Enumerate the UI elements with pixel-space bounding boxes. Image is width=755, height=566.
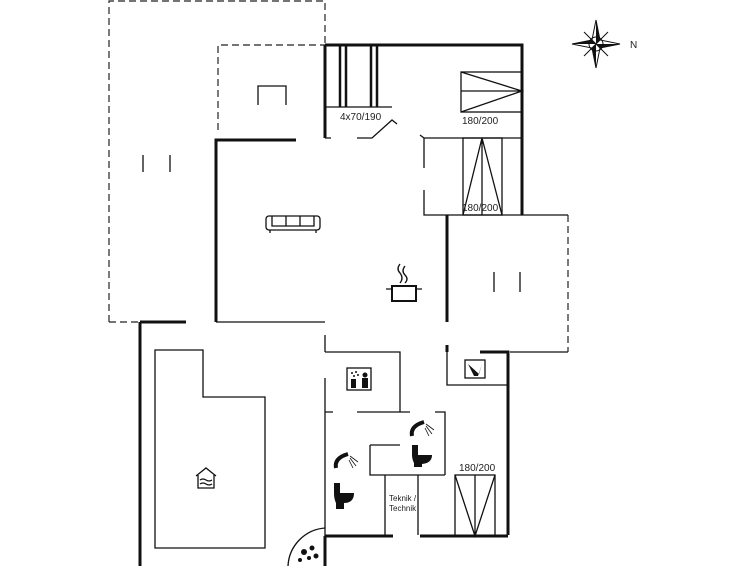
bed-1-label: 180/200 [462, 116, 499, 127]
laundry-icon [464, 359, 486, 379]
bed-2-label: 180/200 [462, 203, 499, 214]
pool-icon [195, 467, 217, 489]
sauna-icon [346, 367, 372, 391]
bed-3 [454, 474, 496, 539]
compass-north-label: N [630, 40, 637, 51]
bed-2 [462, 137, 503, 216]
compass-rose-icon [571, 19, 621, 69]
utility-room-label-2: Technik [389, 504, 417, 513]
shower-icon [409, 420, 435, 437]
shower-icon [333, 452, 359, 469]
utility-room-label-1: Teknik / [389, 494, 417, 503]
terrace-outline [108, 0, 569, 352]
hot-tub-icon [287, 527, 326, 566]
bed-3-label: 180/200 [459, 463, 496, 474]
pool [154, 349, 266, 549]
toilet-icon [334, 483, 354, 509]
bunk-room-label: 4x70/190 [340, 112, 382, 123]
kitchen-pot-icon [386, 263, 422, 302]
toilet-icon [412, 445, 432, 467]
bed-1 [460, 71, 525, 113]
sofa-icon [265, 215, 321, 233]
